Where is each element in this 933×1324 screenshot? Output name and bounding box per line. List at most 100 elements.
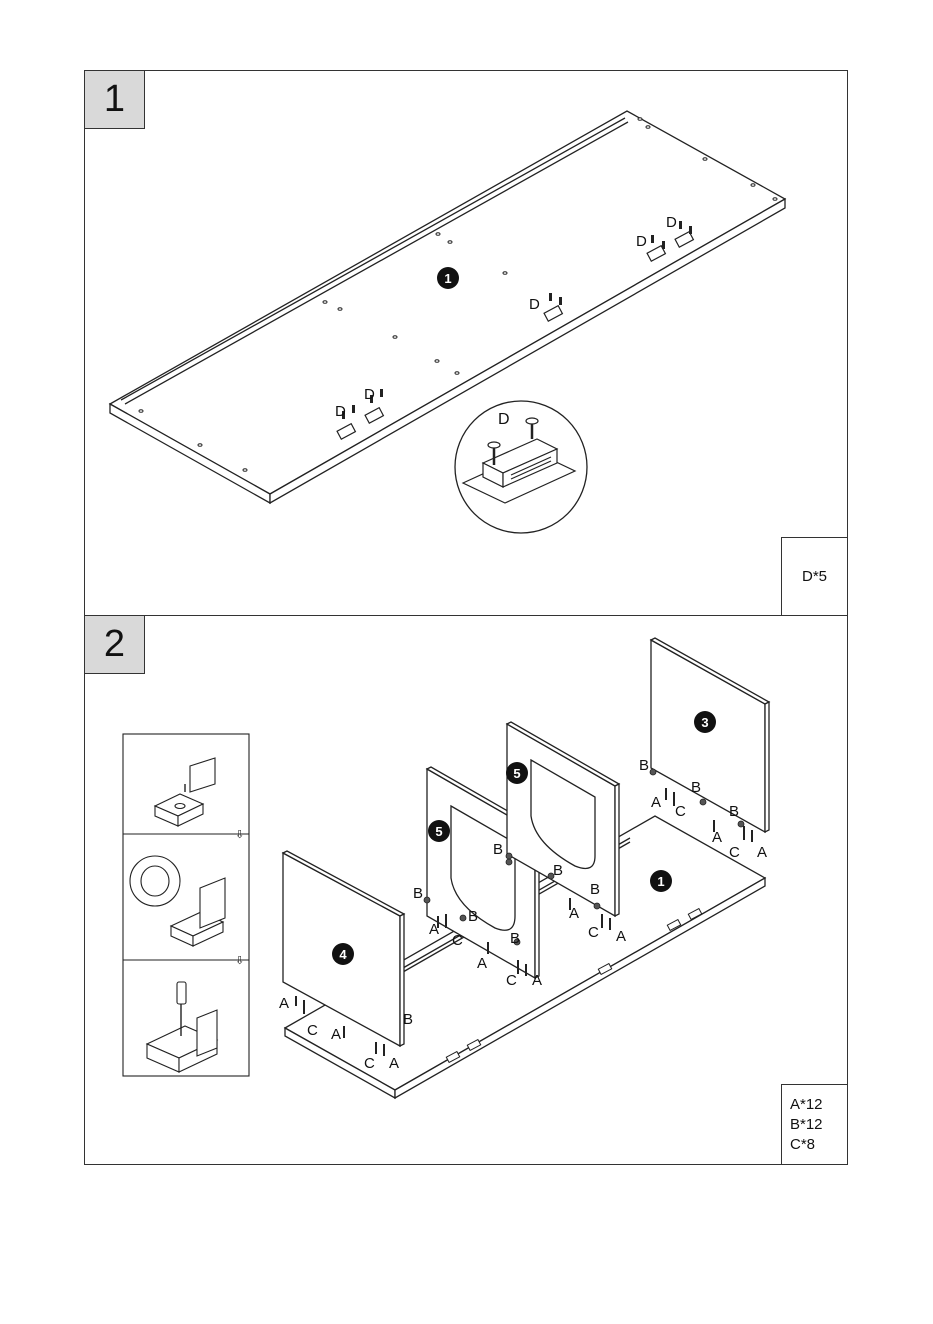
fitting-label-a: A xyxy=(389,1055,399,1072)
hole xyxy=(436,233,440,236)
step-1-drawing: D D D D D 1 D xyxy=(85,71,849,617)
dowel-icon xyxy=(751,830,753,842)
dowel-icon xyxy=(609,918,611,930)
hole xyxy=(448,241,452,244)
hole xyxy=(638,118,642,121)
screw-label: D xyxy=(636,233,647,250)
cam-icon xyxy=(594,903,600,909)
fitting-label-b: B xyxy=(403,1011,413,1028)
hole xyxy=(323,301,327,304)
hole xyxy=(751,184,755,187)
screw-label: D xyxy=(364,386,375,403)
hole xyxy=(703,158,707,161)
dowel-icon xyxy=(375,1042,377,1054)
cam-lock-inset xyxy=(123,734,249,1076)
dowel-icon xyxy=(383,1044,385,1056)
screw-label: D xyxy=(335,403,346,420)
side-panel-right-edge xyxy=(765,702,769,832)
screw-icon xyxy=(352,405,355,413)
hole xyxy=(139,410,143,413)
fitting-label-a: A xyxy=(569,905,579,922)
screw-icon xyxy=(662,241,665,249)
part-badge-label: 1 xyxy=(444,271,451,286)
hole xyxy=(175,804,185,809)
hole xyxy=(243,469,247,472)
fitting-label-b: B xyxy=(553,862,563,879)
fitting-label-b: B xyxy=(493,841,503,858)
part-badge-label: 3 xyxy=(701,715,708,730)
screw-icon xyxy=(549,293,552,301)
hardware-count: A*12 xyxy=(790,1095,839,1115)
hole xyxy=(338,308,342,311)
fitting-label-c: C xyxy=(364,1055,375,1072)
hole xyxy=(393,336,397,339)
dowel-icon xyxy=(665,788,667,800)
part-badge-label: 1 xyxy=(657,874,664,889)
dowel-icon xyxy=(343,1026,345,1038)
fitting-label-a: A xyxy=(279,995,289,1012)
inset-board xyxy=(197,1010,217,1056)
hole xyxy=(773,198,777,201)
fitting-label-a: A xyxy=(712,829,722,846)
step-2-panel: 2 xyxy=(84,615,848,1165)
cam-icon xyxy=(738,821,744,827)
hole xyxy=(435,360,439,363)
fitting-label-b: B xyxy=(590,881,600,898)
cam-icon xyxy=(506,853,512,859)
dowel-icon xyxy=(487,942,489,954)
fitting-label-c: C xyxy=(307,1022,318,1039)
cam-lock-icon xyxy=(141,866,169,896)
down-arrow-icon: ⇩ xyxy=(235,829,244,841)
fitting-label-a: A xyxy=(616,928,626,945)
screwdriver-icon xyxy=(177,982,186,1004)
fitting-label-b: B xyxy=(639,757,649,774)
screw-head-icon xyxy=(526,418,538,424)
fitting-label-b: B xyxy=(468,908,478,925)
hardware-count: D*5 xyxy=(802,567,827,587)
hole xyxy=(646,126,650,129)
screw-icon xyxy=(689,226,692,234)
cam-icon xyxy=(424,897,430,903)
fitting-label-c: C xyxy=(675,803,686,820)
hardware-count-box: A*12 B*12 C*8 xyxy=(781,1084,847,1164)
screw-icon xyxy=(651,235,654,243)
step-1-panel: 1 xyxy=(84,70,848,616)
fitting-label-a: A xyxy=(331,1026,341,1043)
cam-icon xyxy=(700,799,706,805)
dowel-icon xyxy=(517,960,519,974)
hardware-count-box: D*5 xyxy=(781,537,847,615)
cam-icon xyxy=(506,859,512,865)
fitting-label-a: A xyxy=(651,794,661,811)
screw-icon xyxy=(559,297,562,305)
fitting-label-a: A xyxy=(477,955,487,972)
step-2-drawing: ⇩ ⇩ xyxy=(85,616,849,1166)
hardware-count: C*8 xyxy=(790,1135,839,1155)
fitting-label-a: A xyxy=(532,972,542,989)
fitting-label-b: B xyxy=(413,885,423,902)
hardware-count: B*12 xyxy=(790,1115,839,1135)
part-badge-label: 4 xyxy=(339,947,347,962)
dowel-icon xyxy=(303,1000,305,1014)
dowel-icon xyxy=(525,964,527,976)
fitting-label-c: C xyxy=(729,844,740,861)
hole xyxy=(455,372,459,375)
screw-icon xyxy=(380,389,383,397)
dowel-icon xyxy=(295,996,297,1006)
fitting-label-c: C xyxy=(588,924,599,941)
hole xyxy=(198,444,202,447)
fitting-label-a: A xyxy=(429,921,439,938)
board-top-face xyxy=(110,111,785,494)
down-arrow-icon: ⇩ xyxy=(235,955,244,967)
dowel-icon xyxy=(601,914,603,928)
fitting-label-b: B xyxy=(510,930,520,947)
cam-icon xyxy=(460,915,466,921)
divider-panel-rear-edge xyxy=(615,784,619,916)
fitting-label-c: C xyxy=(506,972,517,989)
detail-screw-label: D xyxy=(498,411,510,428)
cam-icon xyxy=(650,769,656,775)
fitting-label-b: B xyxy=(691,779,701,796)
dowel-icon xyxy=(743,826,745,840)
fitting-label-b: B xyxy=(729,803,739,820)
screw-label: D xyxy=(529,296,540,313)
dowel-icon xyxy=(445,914,447,928)
